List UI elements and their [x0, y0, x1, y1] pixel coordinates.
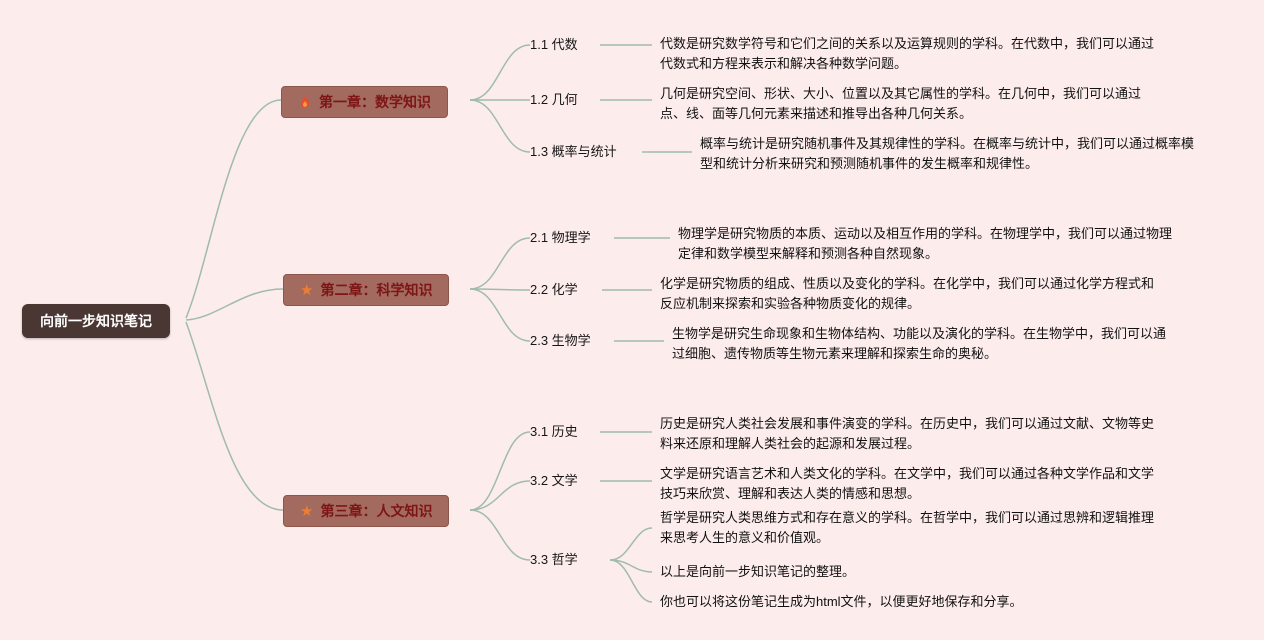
connector-line [609, 559, 653, 603]
connector-line [469, 480, 531, 511]
topic-label-1-2[interactable]: 1.2 几何 [530, 92, 578, 107]
topic-label-3-2[interactable]: 3.2 文学 [530, 473, 578, 488]
chapter-label: 第二章：科学知识 [320, 282, 433, 298]
connector-line [185, 99, 282, 319]
chapter-node-3[interactable]: ★ 第三章：人文知识 [283, 495, 450, 527]
topic-label-2-2[interactable]: 2.2 化学 [530, 282, 578, 297]
connector-line [469, 288, 531, 342]
connector-line [185, 321, 284, 511]
note-leaf-export-hint[interactable]: 你也可以将这份笔记生成为html文件，以便更好地保存和分享。 [660, 594, 1023, 609]
topic-desc-2-1[interactable]: 物理学是研究物质的本质、运动以及相互作用的学科。在物理学中，我们可以通过物理定律… [678, 226, 1173, 261]
topic-desc-3-2[interactable]: 文学是研究语言艺术和人类文化的学科。在文学中，我们可以通过各种文学作品和文学技巧… [660, 466, 1155, 501]
topic-label-2-1[interactable]: 2.1 物理学 [530, 230, 591, 245]
topic-label-1-1[interactable]: 1.1 代数 [530, 37, 578, 52]
chapter-node-2[interactable]: ★ 第二章：科学知识 [283, 274, 450, 306]
connector-line [469, 44, 531, 101]
topic-desc-1-1[interactable]: 代数是研究数学符号和它们之间的关系以及运算规则的学科。在代数中，我们可以通过代数… [660, 36, 1155, 71]
topic-desc-2-2[interactable]: 化学是研究物质的组成、性质以及变化的学科。在化学中，我们可以通过化学方程式和反应… [660, 276, 1155, 311]
topic-desc-1-2[interactable]: 几何是研究空间、形状、大小、位置以及其它属性的学科。在几何中，我们可以通过点、线… [660, 86, 1142, 121]
connector-line [469, 237, 531, 290]
topic-label-3-1[interactable]: 3.1 历史 [530, 424, 578, 439]
topic-desc-3-3[interactable]: 哲学是研究人类思维方式和存在意义的学科。在哲学中，我们可以通过思辨和逻辑推理来思… [660, 510, 1155, 545]
note-leaf-summary[interactable]: 以上是向前一步知识笔记的整理。 [660, 564, 856, 579]
root-node[interactable]: 向前一步知识笔记 [22, 304, 170, 338]
topic-desc-2-3[interactable]: 生物学是研究生命现象和生物体结构、功能以及演化的学科。在生物学中，我们可以通过细… [672, 326, 1167, 361]
flame-icon [298, 95, 312, 109]
connector-line [469, 288, 531, 291]
connector-line [609, 559, 653, 573]
chapter-node-1[interactable]: 第一章：数学知识 [281, 86, 448, 118]
topic-desc-1-3[interactable]: 概率与统计是研究随机事件及其规律性的学科。在概率与统计中，我们可以通过概率模型和… [700, 136, 1195, 171]
chapter-label: 第三章：人文知识 [320, 503, 433, 519]
chapter-label: 第一章：数学知识 [319, 94, 431, 110]
topic-desc-3-1[interactable]: 历史是研究人类社会发展和事件演变的学科。在历史中，我们可以通过文献、文物等史料来… [660, 416, 1155, 451]
connector-line [609, 527, 653, 561]
connector-line [469, 431, 531, 511]
connector-line [469, 509, 531, 561]
star-icon: ★ [300, 280, 314, 299]
topic-label-1-3[interactable]: 1.3 概率与统计 [530, 144, 617, 159]
connector-line [185, 288, 284, 321]
connector-line [469, 99, 531, 153]
topic-label-2-3[interactable]: 2.3 生物学 [530, 333, 591, 348]
star-icon: ★ [300, 501, 314, 520]
topic-label-3-3[interactable]: 3.3 哲学 [530, 552, 578, 567]
